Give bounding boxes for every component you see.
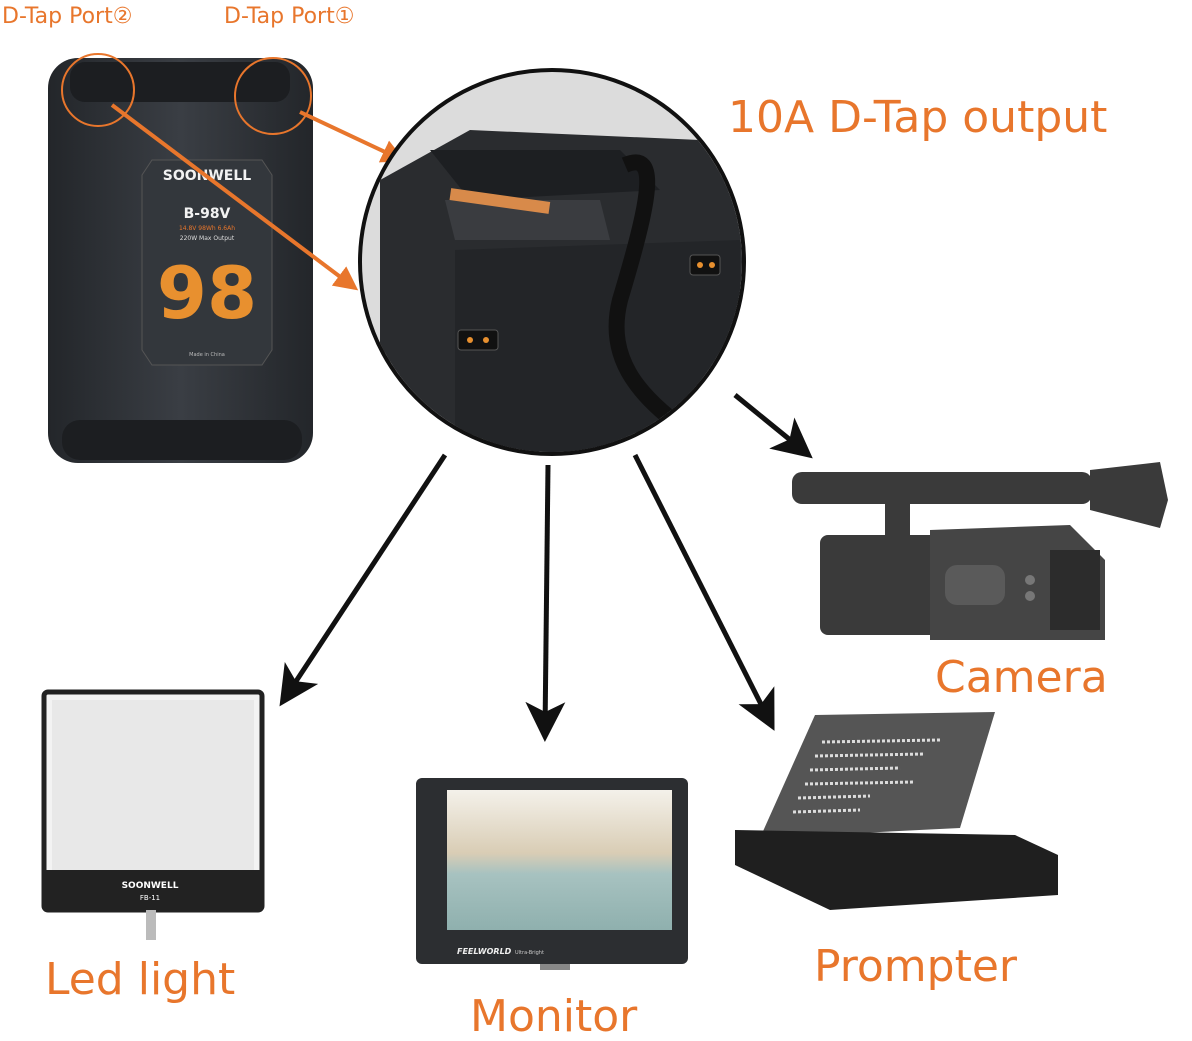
port1-arrow — [299, 110, 406, 163]
label-output: 10A D-Tap output — [728, 92, 1108, 143]
battery-origin: Made in China — [189, 352, 225, 358]
label-port2: D-Tap Port② — [2, 4, 133, 29]
arrow-to-camera — [733, 393, 813, 459]
battery-max-output: 220W Max Output — [180, 235, 235, 242]
label-monitor: Monitor — [470, 991, 638, 1041]
port1-highlight — [234, 57, 312, 135]
monitor-device: FEELWORLD Ultra-Bright — [416, 778, 688, 970]
camera-icon — [792, 462, 1168, 640]
label-camera: Camera — [935, 652, 1108, 703]
led-light-panel: SOONWELL FB-11 — [41, 689, 265, 940]
led-model: FB-11 — [140, 894, 160, 902]
monitor-tagline: Ultra-Bright — [515, 950, 544, 956]
battery-capacity-badge: 98 — [157, 251, 257, 335]
prompter-device — [735, 712, 1058, 910]
arrow-to-monitor — [525, 464, 566, 742]
label-led-light: Led light — [45, 954, 236, 1005]
arrow-to-led-light — [279, 453, 448, 707]
dtap-closeup — [358, 68, 746, 456]
port2-highlight — [61, 53, 135, 127]
arrow-to-prompter — [632, 453, 775, 731]
port2-arrow — [110, 103, 359, 291]
battery: SOONWELL B-98V 14.8V 98Wh 6.6Ah 220W Max… — [48, 53, 313, 463]
led-brand: SOONWELL — [122, 881, 179, 891]
battery-spec: 14.8V 98Wh 6.6Ah — [179, 225, 235, 232]
label-prompter: Prompter — [814, 941, 1018, 992]
label-port1: D-Tap Port① — [224, 4, 355, 29]
monitor-brand: FEELWORLD — [457, 947, 512, 956]
battery-model: B-98V — [184, 206, 231, 222]
